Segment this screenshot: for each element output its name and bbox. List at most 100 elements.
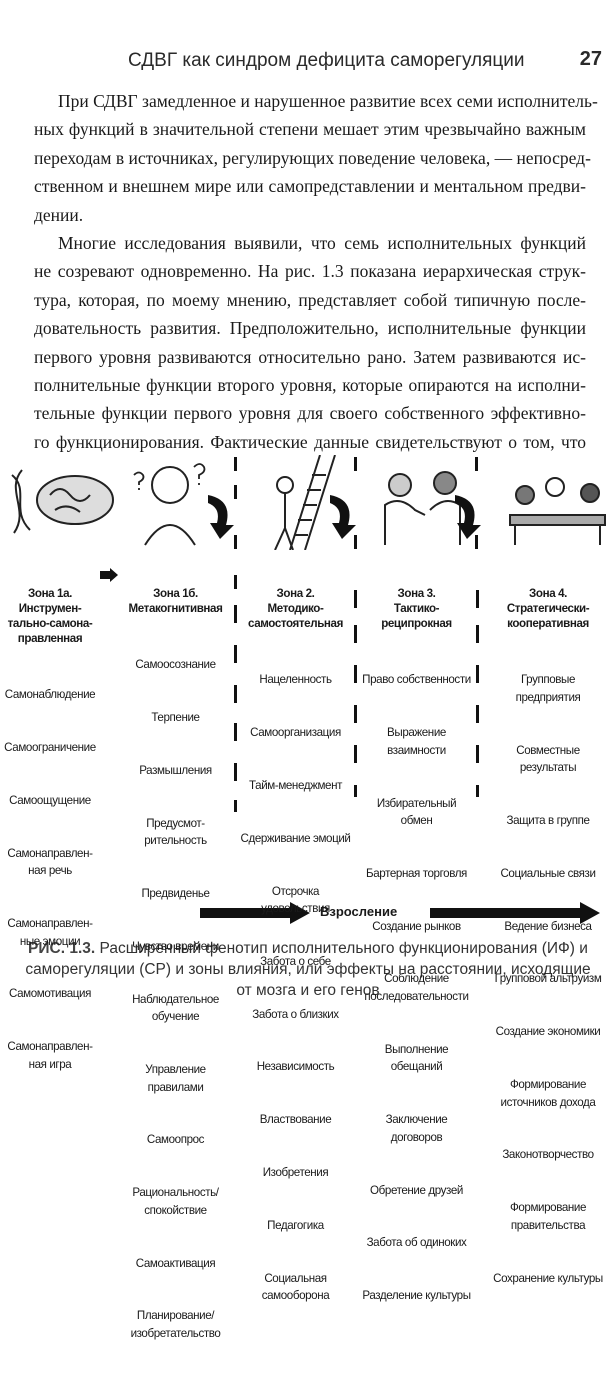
text-line: первого уровня развиваются относительно … [34, 346, 586, 367]
text-line: го функционирования. Фактические данные … [34, 431, 586, 452]
zone-4-column: Зона 4. Стратегически- кооперативная Гру… [482, 551, 614, 1322]
zone-item: Самонаправлен- ная игра [7, 1040, 93, 1071]
zone-item: Управление правилами [145, 1063, 206, 1094]
zone-item: Тайм-менеджмент [249, 778, 342, 792]
zone-item: Сдерживание эмоций [240, 831, 351, 845]
body-text: При СДВГ замедленное и нарушенное развит… [34, 87, 598, 456]
zone-item: Создание экономики [495, 1025, 601, 1039]
caption-label: РИС. 1.3. [28, 940, 96, 957]
caption-text: Расширенный фенотип исполнительного функ… [25, 940, 591, 999]
divider-dash [234, 800, 237, 812]
zone-title: Зона 3. Тактико- реципрокная [381, 587, 452, 631]
divider-dash [476, 745, 479, 763]
handshake-icon [384, 471, 461, 545]
zone-item: Наблюдательное обучение [132, 992, 219, 1024]
divider-dash [234, 685, 237, 703]
zone-item: Самоощущение [9, 793, 91, 807]
zone-title: Зона 2. Методико- самостоятельная [248, 587, 343, 631]
zone-item: Самонаблюдение [4, 688, 96, 702]
figure-1-3: Зона 1а. Инструмен- тально-самона- правл… [0, 455, 616, 1340]
zone-item: Размышления [139, 763, 212, 777]
zone-item: Ведение бизнеса [504, 919, 592, 933]
zone-item: Самоорганизация [250, 726, 341, 740]
zone-item: Групповой альтруизм [494, 972, 602, 986]
zone-item: Выполнение обещаний [384, 1042, 449, 1074]
zone-item: Планирование/ изобретательство [130, 1309, 221, 1340]
zone-2-column: Зона 2. Методико- самостоятельная Нацеле… [238, 551, 353, 1340]
zone-item: Законотворчество [502, 1148, 594, 1162]
zone-title: Зона 1а. Инструмен- тально-самона- правл… [7, 587, 93, 646]
text-line: полнительные функции второго уровня, кот… [34, 374, 586, 395]
zone-item: Отсрочка удовольствия [261, 884, 330, 916]
zone-item: Самонаправлен- ные эмоции [7, 917, 93, 948]
zone-item: Разделение культуры [362, 1289, 471, 1303]
zone-title: Зона 4. Стратегически- кооперативная [506, 587, 590, 631]
text-line: не созревают одновременно. На рис. 1.3 п… [34, 261, 586, 282]
zone-item: Изобретения [262, 1166, 329, 1179]
zone-item: Педагогика [267, 1218, 324, 1232]
zone-item: Предусмот- рительность [144, 816, 207, 848]
zone-1a-column: Зона 1а. Инструмен- тально-самона- правл… [0, 551, 100, 1109]
divider-dash [234, 763, 237, 781]
text-line: Многие исследования выявили, что семь ис… [58, 232, 586, 253]
arrow-right-icon [100, 568, 118, 582]
divider-dash [354, 785, 357, 797]
zone-item: Совместные результаты [516, 743, 580, 775]
zone-item: Самоопрос [146, 1133, 205, 1147]
zone-item: Обретение друзей [370, 1183, 463, 1197]
zone-item: Социальная самооборона [261, 1271, 330, 1303]
zone-item: Самоограничение [4, 741, 96, 755]
divider-dash [476, 625, 479, 643]
zone-item: Групповые предприятия [515, 673, 581, 704]
zone-1b-column: Зона 1б. Метакогнитивная Самоосознание Т… [118, 551, 233, 1378]
zone-item: Терпение [151, 711, 200, 725]
zone-item: Самоосознание [135, 658, 216, 672]
group-meeting-icon [509, 477, 606, 545]
zone-item: Соблюдение последовательности [364, 972, 469, 1004]
divider-dash [354, 745, 357, 763]
divider-dash [234, 575, 237, 589]
text-line: ственном и внешнем мире или самопредстав… [34, 176, 586, 197]
divider-dash [234, 605, 237, 623]
zone-item: Социальные связи [500, 866, 596, 880]
divider-dash [354, 590, 357, 608]
zone-item: Предвиденье [141, 887, 210, 901]
text-line: тельные функции первого уровня для своег… [34, 403, 586, 424]
text-line: дении. [34, 204, 84, 225]
thinking-child-icon [133, 463, 206, 546]
text-line: довательность развития. Предположительно… [34, 318, 586, 339]
paragraph-2: Многие исследования выявили, что семь ис… [34, 229, 586, 456]
divider-dash [476, 590, 479, 608]
divider-dash [354, 665, 357, 683]
page-number: 27 [579, 48, 602, 70]
zone-item: Рациональность/ спокойствие [132, 1186, 219, 1217]
arrow-right-icon [200, 902, 600, 924]
zone-item: Забота о близких [252, 1007, 339, 1021]
figure-caption: РИС. 1.3. Расширенный фенотип исполнител… [18, 938, 598, 1001]
divider-dash [234, 645, 237, 663]
zone-item: Нацеленность [259, 673, 332, 687]
zone-item: Чувство времени [132, 939, 219, 953]
zone-item: Бартерная торговля [366, 866, 467, 880]
text-line: переходам в источниках, регулирующих пов… [34, 147, 591, 168]
zone-item: Забота о себе [260, 954, 331, 968]
divider-dash [234, 723, 237, 741]
zone-item: Создание рынков [372, 919, 461, 933]
zone-item: Самомотивация [9, 987, 91, 1001]
zone-item: Формирование источников дохода [500, 1078, 596, 1109]
zone-item: Самонаправлен- ная речь [7, 846, 93, 878]
divider-dash [354, 625, 357, 643]
figure-illustrations [11, 455, 606, 550]
zone-item: Заключение договоров [385, 1113, 448, 1144]
running-header: СДВГ как синдром дефицита саморегуляции [128, 50, 525, 71]
zone-item: Властвование [259, 1113, 332, 1127]
zone-item: Право собственности [362, 673, 471, 687]
paragraph-1: При СДВГ замедленное и нарушенное развит… [34, 87, 598, 229]
text-line: При СДВГ замедленное и нарушенное развит… [58, 91, 598, 111]
zone-item: Забота об одиноких [366, 1236, 467, 1250]
divider-dash [476, 785, 479, 797]
divider-dash [476, 705, 479, 723]
text-line: ных функций в значительной степени мешае… [34, 119, 586, 140]
zone-item: Сохранение культуры [493, 1271, 603, 1285]
dna-brain-icon [11, 469, 114, 534]
